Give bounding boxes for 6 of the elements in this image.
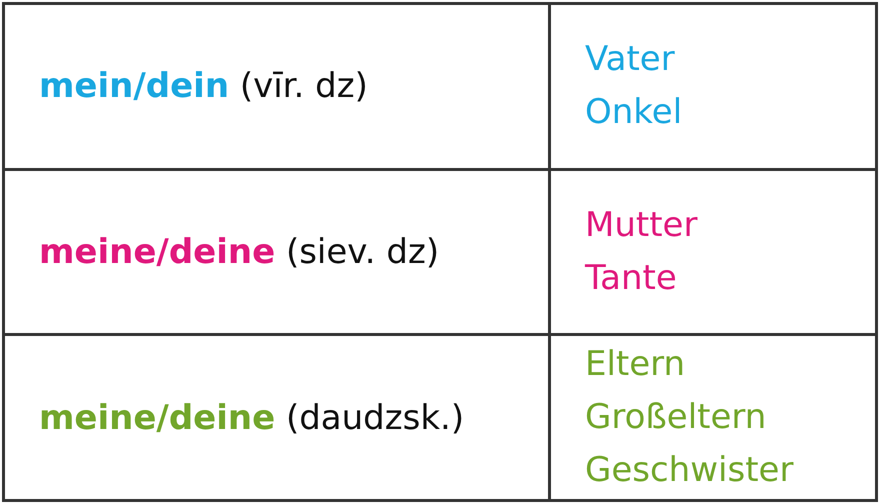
table-cell: mein/dein (vīr. dz) xyxy=(4,4,550,170)
table-cell: meine/deine (siev. dz) xyxy=(4,169,550,335)
table-cell: Eltern Großeltern Geschwister xyxy=(550,334,876,500)
table-cell: Vater Onkel xyxy=(550,4,876,170)
table-cell: Mutter Tante xyxy=(550,169,876,335)
table-cell: meine/deine (daudzsk.) xyxy=(4,334,550,500)
